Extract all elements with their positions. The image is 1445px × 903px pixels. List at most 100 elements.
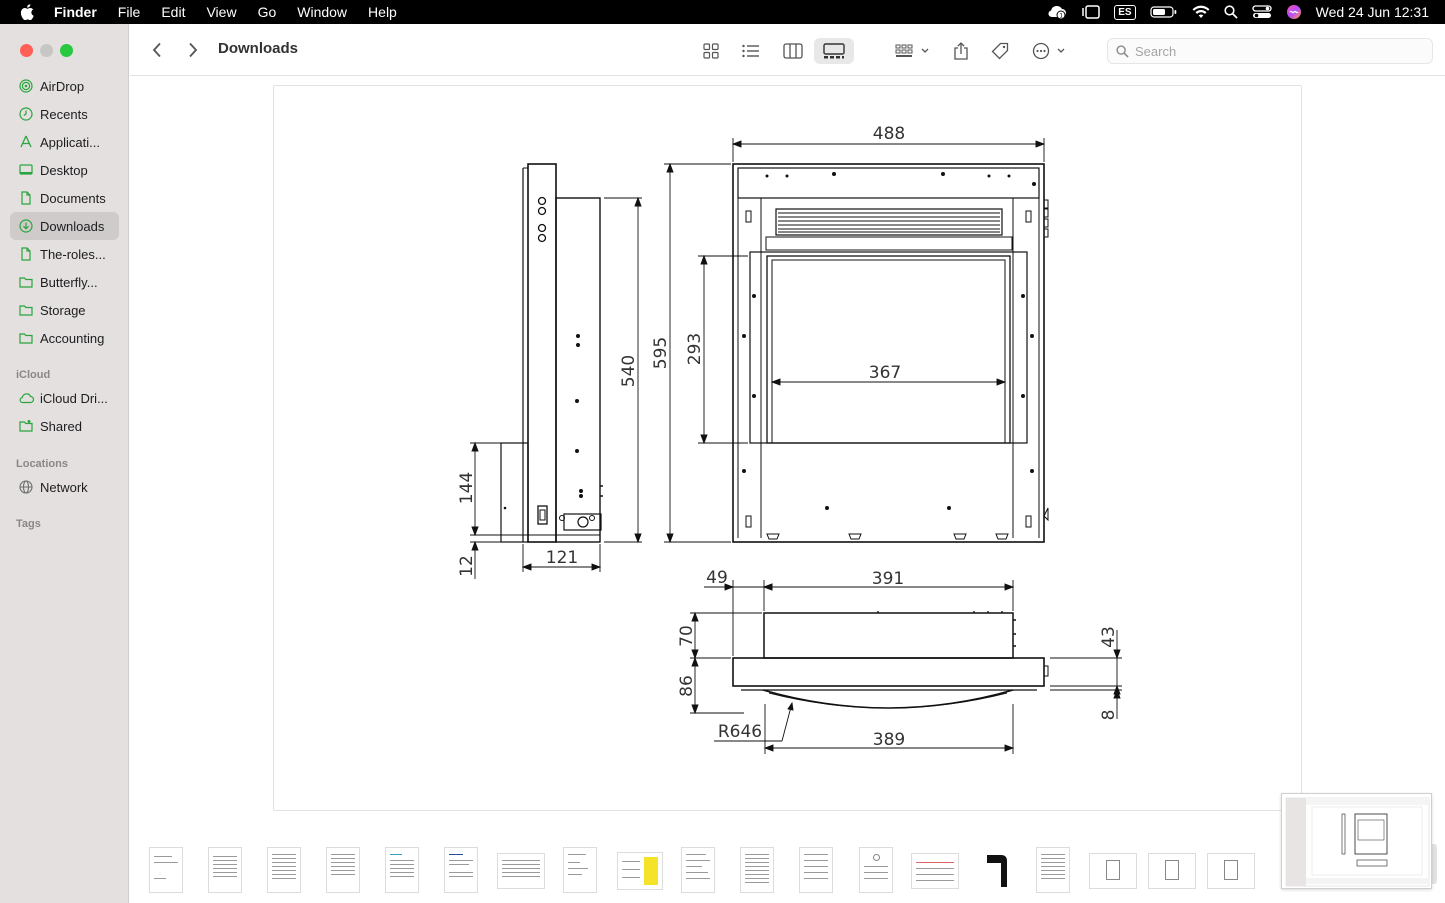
apple-menu-icon[interactable] [0,4,54,20]
input-source-icon[interactable]: ES [1114,4,1136,20]
menu-view[interactable]: View [206,4,237,20]
list-view-button[interactable] [736,38,766,64]
dim-base-height: 12 [457,555,477,577]
front-dimensions [664,138,1046,544]
sidebar-item-applications[interactable]: Applicati... [10,128,119,156]
sidebar-item-documents[interactable]: Documents [10,184,119,212]
forward-button[interactable] [181,38,205,62]
menu-edit[interactable]: Edit [161,4,186,20]
folder-icon [18,330,34,346]
sidebar-item-network[interactable]: Network [10,473,119,501]
file-thumbnail[interactable] [1089,853,1137,889]
plan-dimensions [690,580,1122,754]
dim-side-box-height: 144 [457,472,477,504]
wifi-icon[interactable] [1192,5,1210,19]
gallery-view-button[interactable] [814,38,854,64]
window-title: Downloads [218,40,299,57]
file-thumbnail[interactable] [617,852,663,890]
file-thumbnail[interactable] [740,847,774,893]
close-window-button[interactable] [20,44,33,57]
spotlight-icon[interactable] [1224,5,1238,19]
file-thumbnail[interactable] [981,847,1015,893]
download-icon [18,218,34,234]
file-thumbnail[interactable] [208,847,242,893]
sidebar-item-label: Butterfly... [40,274,98,290]
chevron-left-icon [152,42,161,58]
sidebar-item-label: Shared [40,418,82,434]
sidebar-item-the-roles[interactable]: The-roles... [10,240,119,268]
file-thumbnail[interactable] [911,853,959,889]
siri-icon[interactable] [1286,4,1302,20]
group-by-button[interactable] [892,38,934,64]
sidebar-item-storage[interactable]: Storage [10,296,119,324]
dim-plan-depth: 70 [677,625,697,647]
sidebar-item-label: AirDrop [40,78,85,94]
sidebar-item-label: Recents [40,106,88,122]
dim-plan-width: 391 [872,569,904,589]
search-field[interactable] [1107,38,1433,64]
file-thumbnail[interactable] [563,847,597,893]
search-input[interactable] [1135,43,1415,59]
sidebar-item-downloads[interactable]: Downloads [10,212,119,240]
file-thumbnail[interactable] [1207,853,1255,889]
sidebar-item-shared[interactable]: Shared [10,412,119,440]
file-thumbnail[interactable] [1148,853,1196,889]
file-thumbnail[interactable] [149,847,183,893]
file-thumbnail[interactable] [1036,847,1070,893]
airdrop-icon [18,78,34,94]
sidebar-item-desktop[interactable]: Desktop [10,156,119,184]
menu-help[interactable]: Help [368,4,397,20]
sidebar-item-recents[interactable]: Recents [10,100,119,128]
chevron-right-icon [189,42,198,58]
dim-left-offset: 49 [706,568,728,588]
sidebar-item-label: Desktop [40,162,88,178]
column-view-button[interactable] [778,38,808,64]
folder-icon [18,302,34,318]
sidebar-item-accounting[interactable]: Accounting [10,324,119,352]
document-preview[interactable]: 488 540 595 293 367 144 12 121 49 391 70… [273,85,1302,811]
file-thumbnail[interactable] [444,847,478,893]
selected-file-thumbnail[interactable] [1281,793,1432,889]
share-icon [954,42,968,60]
menu-go[interactable]: Go [257,4,277,20]
file-thumbnail[interactable] [326,847,360,893]
desktop-icon [18,162,34,178]
share-button[interactable] [948,38,974,64]
dim-plan-right-top: 43 [1099,626,1119,648]
file-thumbnail[interactable] [681,847,715,893]
menu-window[interactable]: Window [297,4,348,20]
sidebar-item-label: The-roles... [40,246,106,262]
creative-cloud-icon[interactable]: 1 [1046,4,1068,20]
menu-file[interactable]: File [117,4,141,20]
file-thumbnail[interactable] [799,847,833,893]
front-view [732,163,1049,543]
sidebar-item-label: Storage [40,302,86,318]
folder-icon [18,274,34,290]
icon-view-button[interactable] [696,38,726,64]
back-button[interactable] [145,38,169,62]
battery-icon[interactable] [1150,5,1178,19]
control-center-icon[interactable] [1251,5,1272,19]
sidebar-item-label: Downloads [40,218,105,234]
dim-plan-frame: 86 [677,675,697,697]
document-icon [18,246,34,262]
dim-opening-height: 293 [685,333,705,365]
zoom-window-button[interactable] [60,44,73,57]
file-thumbnail[interactable] [497,853,545,889]
sidebar-item-icloud-drive[interactable]: iCloud Dri... [10,384,119,412]
tags-button[interactable] [986,38,1014,64]
sidebar-item-label: Applicati... [40,134,100,150]
stage-manager-icon[interactable] [1082,5,1101,19]
gallery-icon [823,43,845,59]
file-thumbnail[interactable] [385,847,419,893]
menu-app-name[interactable]: Finder [54,4,97,20]
network-icon [18,479,34,495]
sidebar-item-airdrop[interactable]: AirDrop [10,72,119,100]
file-thumbnail[interactable] [859,847,893,893]
minimize-window-button[interactable] [40,44,53,57]
sidebar-item-butterfly[interactable]: Butterfly... [10,268,119,296]
sidebar-locations: Network [10,473,119,501]
file-thumbnail[interactable] [267,847,301,893]
more-actions-button[interactable] [1030,38,1070,64]
menu-clock[interactable]: Wed 24 Jun 12:31 [1315,4,1429,20]
